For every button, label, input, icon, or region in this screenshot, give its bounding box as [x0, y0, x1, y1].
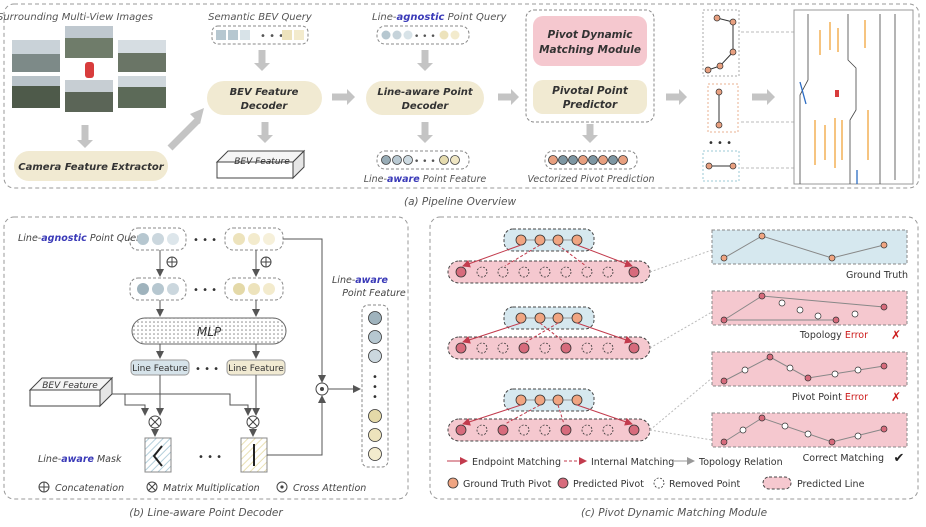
query-box	[376, 25, 470, 45]
surround-title: Surrounding Multi-View Images	[0, 12, 153, 23]
vec-prediction-box	[544, 150, 638, 170]
pivot-label: Pivot Point Error	[792, 392, 868, 403]
mlp-block	[131, 317, 287, 345]
svg-text:• • •: • • •	[260, 31, 284, 42]
svg-text:• • •: • • •	[414, 157, 436, 167]
query-title: Line-agnostic Point Query	[372, 12, 507, 23]
legend-internal: Internal Matching	[591, 457, 674, 468]
pp-label-1: Pivotal Point	[552, 85, 629, 97]
concat-legend-icon	[38, 481, 50, 493]
pipeline-caption: (a) Pipeline Overview	[404, 196, 516, 208]
match-example-3	[447, 377, 713, 442]
module-stack	[525, 9, 655, 123]
pred-pivot-legend-icon	[557, 477, 569, 489]
svg-text:• • •: • • •	[198, 452, 222, 463]
out-label-1: Line-aware	[332, 275, 389, 286]
semantic-query-box	[211, 25, 309, 45]
removed-legend-icon	[653, 477, 665, 489]
matching-caption: (c) Pivot Dynamic Matching Module	[581, 507, 767, 519]
gt-pivot-legend-icon	[447, 477, 459, 489]
svg-text:•: •	[372, 382, 378, 393]
pp-predictor-box	[533, 80, 647, 114]
concat-op-1	[166, 256, 178, 268]
bev-feature-decoder	[207, 81, 322, 115]
svg-text:• • •: • • •	[414, 32, 436, 42]
match-example-1	[447, 228, 713, 284]
mask-label: Line-aware Mask	[38, 454, 122, 465]
matmul-op-2	[246, 415, 260, 429]
legend-removed: Removed Point	[669, 479, 740, 490]
legend-endpoint: Endpoint Matching	[472, 457, 561, 468]
gt-plot	[711, 229, 908, 265]
svg-text:•: •	[372, 392, 378, 403]
cross-attention-op	[315, 382, 329, 396]
legend-pred-line: Predicted Line	[797, 479, 865, 490]
matmul-legend-icon	[146, 481, 158, 493]
mask-1	[144, 437, 172, 473]
pivot-error-plot	[711, 351, 908, 387]
pipeline-panel: Surrounding Multi-View Images Camera Fea…	[0, 3, 920, 208]
line-feature-2-label: Line Feature	[228, 364, 284, 374]
vector-map	[793, 9, 914, 185]
legend-cross: Cross Attention	[293, 483, 366, 494]
legend-concat: Concatenation	[55, 483, 124, 494]
lap-decoder-label-2: Decoder	[402, 101, 450, 112]
concat-op-2	[260, 256, 272, 268]
legend-matmul: Matrix Multiplication	[163, 483, 260, 494]
decoder-query-title: Line-agnostic Point Query	[18, 233, 146, 244]
legend-topology: Topology Relation	[698, 457, 783, 468]
topology-error-plot	[711, 290, 908, 326]
camera-extractor-label: Camera Feature Extractor	[18, 162, 164, 173]
out-label-2: Point Feature	[342, 288, 406, 299]
pdm-label-1: Pivot Dynamic	[548, 29, 634, 41]
semantic-query-title: Semantic BEV Query	[208, 12, 313, 23]
bev-feature-label: BEV Feature	[234, 157, 290, 167]
topology-label: Topology Error	[799, 330, 868, 341]
error-cross-icon-1: ✗	[891, 328, 901, 342]
mlp-label: MLP	[197, 325, 222, 339]
bev-decoder-label-1: BEV Feature	[230, 87, 299, 98]
pdm-label-2: Matching Module	[539, 44, 641, 56]
decoder-bev-feature: BEV Feature	[28, 376, 114, 408]
ego-car-icon	[85, 62, 94, 78]
camera-images	[12, 26, 166, 112]
lap-decoder-label-1: Line-aware Point	[377, 87, 474, 98]
svg-text:•: •	[372, 372, 378, 383]
match-example-2	[447, 306, 713, 360]
vec-prediction-label: Vectorized Pivot Prediction	[527, 174, 654, 185]
decoder-caption: (b) Line-aware Point Decoder	[129, 507, 283, 519]
correct-label: Correct Matching	[803, 453, 884, 464]
error-cross-icon-2: ✗	[891, 390, 901, 404]
legend-gt-pivot: Ground Truth Pivot	[463, 479, 552, 490]
svg-text:• • •: • • •	[708, 138, 732, 149]
output-features	[361, 304, 389, 468]
bev-feature-block: BEV Feature	[215, 149, 306, 180]
svg-text:• • •: • • •	[195, 364, 219, 375]
lap-feature-title: Line-aware Point Feature	[364, 174, 487, 185]
cross-legend-icon	[276, 481, 288, 493]
pred-line-legend-icon	[762, 476, 792, 490]
svg-text:• • •: • • •	[193, 235, 217, 246]
correct-plot	[711, 412, 908, 448]
pdm-module-box	[533, 16, 647, 66]
decoder-panel: Line-agnostic Point Query • • • • • • ML…	[3, 216, 409, 519]
svg-text:• • •: • • •	[193, 285, 217, 296]
pp-label-2: Predictor	[563, 99, 618, 111]
camera-feature-extractor	[14, 151, 168, 181]
matching-panel: Ground Truth Topology Error ✗ Pivot Poin…	[429, 216, 919, 519]
line-aware-point-decoder	[366, 81, 484, 115]
decoder-bev-label: BEV Feature	[42, 381, 98, 391]
bev-decoder-label-2: Decoder	[241, 101, 289, 112]
point-feature-box	[376, 150, 470, 170]
gt-label: Ground Truth	[846, 270, 908, 281]
line-feature-1-label: Line Feature	[132, 364, 188, 374]
matmul-op-1	[148, 415, 162, 429]
check-icon: ✔	[894, 451, 905, 466]
legend-pred-pivot: Predicted Pivot	[573, 479, 644, 490]
